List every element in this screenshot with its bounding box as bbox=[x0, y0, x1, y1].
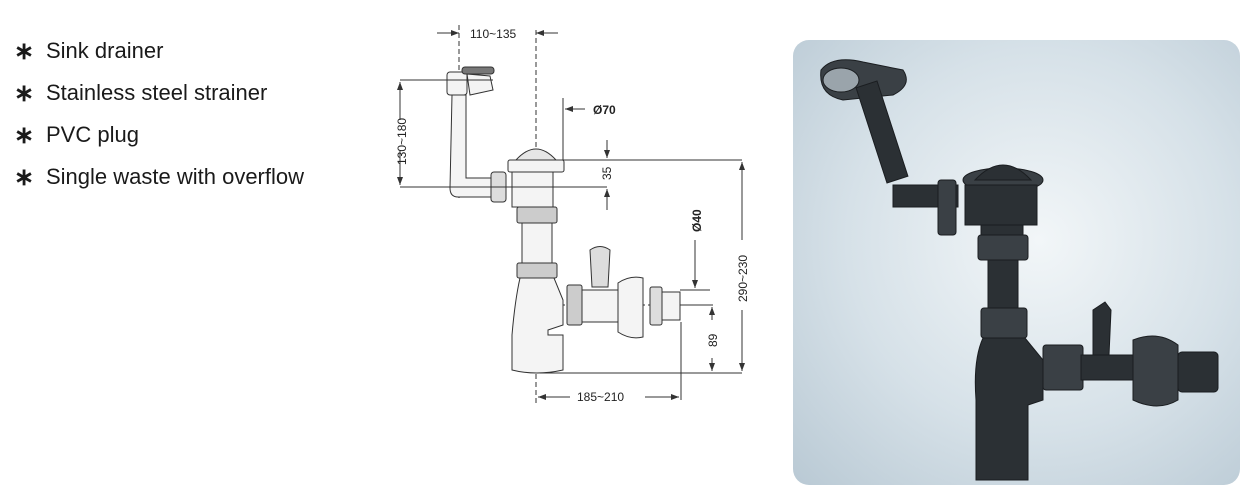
feature-item: ∗ PVC plug bbox=[14, 114, 304, 156]
feature-label: Stainless steel strainer bbox=[46, 80, 268, 105]
sink-drainer-product-image bbox=[820, 59, 1219, 481]
feature-label: PVC plug bbox=[46, 122, 139, 147]
feature-label: Sink drainer bbox=[46, 38, 164, 63]
asterisk-icon: ∗ bbox=[14, 37, 35, 65]
technical-drawing: 110~135 130~180 Ø70 35 Ø40 290~230 89 18… bbox=[395, 25, 750, 405]
feature-item: ∗ Sink drainer bbox=[14, 30, 304, 72]
dim-outlet-height: 89 bbox=[706, 333, 720, 347]
feature-item: ∗ Single waste with overflow bbox=[14, 156, 304, 198]
dim-outlet-diameter: Ø40 bbox=[690, 209, 704, 232]
dim-overflow-offset: 110~135 bbox=[470, 27, 516, 41]
asterisk-icon: ∗ bbox=[14, 121, 35, 149]
feature-label: Single waste with overflow bbox=[46, 164, 305, 189]
dim-flange-depth: 35 bbox=[600, 166, 614, 180]
center-lines bbox=[458, 25, 680, 405]
asterisk-icon: ∗ bbox=[14, 79, 35, 107]
feature-item: ∗ Stainless steel strainer bbox=[14, 72, 304, 114]
drainer-drawing bbox=[446, 66, 681, 374]
dim-total-height: 290~230 bbox=[736, 255, 750, 302]
dim-overflow-height: 130~180 bbox=[395, 118, 409, 165]
product-photo bbox=[793, 40, 1240, 485]
dim-strainer-diameter: Ø70 bbox=[593, 103, 616, 117]
dim-outlet-reach: 185~210 bbox=[577, 390, 624, 404]
feature-list: ∗Sink drainer ∗Stainless steel strainer … bbox=[14, 30, 304, 198]
asterisk-icon: ∗ bbox=[14, 163, 35, 191]
dimension-lines bbox=[397, 30, 745, 400]
